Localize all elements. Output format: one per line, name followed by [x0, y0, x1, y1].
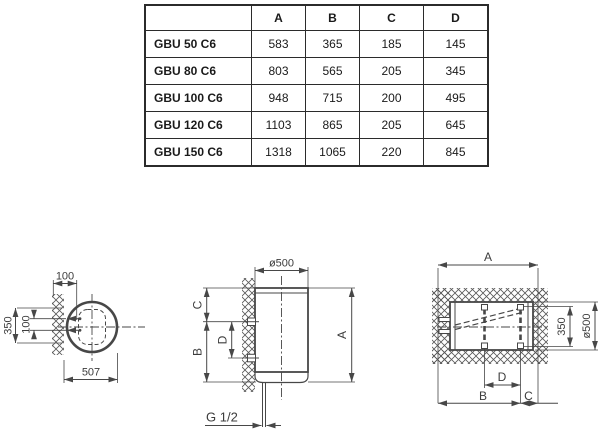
ext-lines-100-bracket [30, 318, 66, 331]
ext-lines-d [484, 349, 521, 404]
table-header-c: C [359, 4, 424, 31]
table-header-a: A [251, 4, 306, 31]
pipe-stub-upper [438, 317, 451, 322]
dim-label-b: B [191, 348, 205, 356]
dim-label-a: A [484, 250, 492, 264]
rod-cap [481, 304, 488, 311]
dim-label-100-top: 100 [56, 271, 74, 283]
ext-lines-a [308, 287, 355, 383]
wall-hatch-top [432, 288, 545, 302]
tank-seams [454, 302, 529, 350]
table-header-b: B [305, 4, 360, 31]
table-row: GBU 100 C6 948 715 200 495 [144, 84, 489, 112]
dim-label-100-bracket: 100 [21, 315, 33, 333]
table-header-d: D [423, 4, 489, 31]
value-c: 220 [359, 138, 424, 167]
model-name: GBU 120 C6 [144, 111, 252, 139]
value-b: 365 [305, 30, 360, 58]
ext-lines-a [437, 268, 539, 404]
drawings-svg: 100 350 100 507 ø500 C B [3, 250, 598, 429]
ext-lines-cb [203, 287, 256, 383]
dim-label-diameter: ø500 [269, 258, 294, 270]
value-a: 583 [251, 30, 306, 58]
connection-label: G 1/2 [206, 410, 238, 425]
ext-lines-350 [17, 307, 62, 344]
value-b: 715 [305, 84, 360, 112]
value-c: 205 [359, 111, 424, 139]
wall-hatch [242, 278, 255, 392]
wall-hatch-bottom [432, 350, 545, 364]
table-header-empty [144, 4, 252, 31]
value-d: 845 [423, 138, 489, 167]
model-name: GBU 80 C6 [144, 57, 252, 85]
value-b: 865 [305, 111, 360, 139]
value-a: 948 [251, 84, 306, 112]
value-a: 1103 [251, 111, 306, 139]
top-view-drawing: 100 350 100 507 [3, 271, 145, 383]
dim-label-b: B [479, 389, 487, 403]
table-row: GBU 80 C6 803 565 205 345 [144, 57, 489, 85]
rod-cap [517, 342, 524, 349]
value-b: 1065 [305, 138, 360, 167]
pipe-stub-lower [438, 329, 451, 334]
side-view-drawing: A D B C 350 ø500 [432, 250, 598, 407]
model-name: GBU 50 C6 [144, 30, 252, 58]
bracket-pin [78, 317, 82, 321]
dim-label-diameter: ø500 [581, 313, 593, 338]
table-row: GBU 120 C6 1103 865 205 645 [144, 111, 489, 139]
value-d: 645 [423, 111, 489, 139]
value-d: 495 [423, 84, 489, 112]
model-name: GBU 150 C6 [144, 138, 252, 167]
rod-cap [481, 342, 488, 349]
table-row: GBU 150 C6 1318 1065 220 845 [144, 138, 489, 167]
dim-label-c: C [191, 300, 205, 309]
dim-label-507: 507 [82, 367, 100, 379]
tank-base [254, 372, 309, 384]
table-row: GBU 50 C6 583 365 185 145 [144, 30, 489, 58]
value-d: 145 [423, 30, 489, 58]
model-name: GBU 100 C6 [144, 84, 252, 112]
dim-label-350: 350 [556, 317, 568, 335]
value-a: 1318 [251, 138, 306, 167]
bracket-pin [78, 328, 82, 332]
rod-cap [517, 304, 524, 311]
dim-label-d: D [216, 335, 230, 344]
dim-label-c: C [524, 389, 533, 403]
dim-label-d: D [498, 370, 507, 384]
ext-lines-350 [524, 306, 573, 347]
table-header-row: A B C D [144, 4, 489, 31]
dim-label-350-left: 350 [3, 316, 15, 334]
ext-lines-diameter [535, 301, 598, 351]
value-a: 803 [251, 57, 306, 85]
value-b: 565 [305, 57, 360, 85]
value-d: 345 [423, 57, 489, 85]
wall-hatch-right [533, 288, 548, 364]
dim-label-a: A [335, 331, 349, 339]
front-view-drawing: ø500 C B D A G 1/2 [191, 258, 355, 429]
value-c: 185 [359, 30, 424, 58]
technical-drawings: 100 350 100 507 ø500 C B [0, 230, 600, 430]
outlet-pipe [262, 382, 266, 427]
wall-hatch [52, 294, 64, 355]
dimension-table: A B C D GBU 50 C6 583 365 185 145 GBU 80… [144, 4, 489, 167]
wall-hatch-left [432, 288, 450, 364]
value-c: 205 [359, 57, 424, 85]
value-c: 200 [359, 84, 424, 112]
